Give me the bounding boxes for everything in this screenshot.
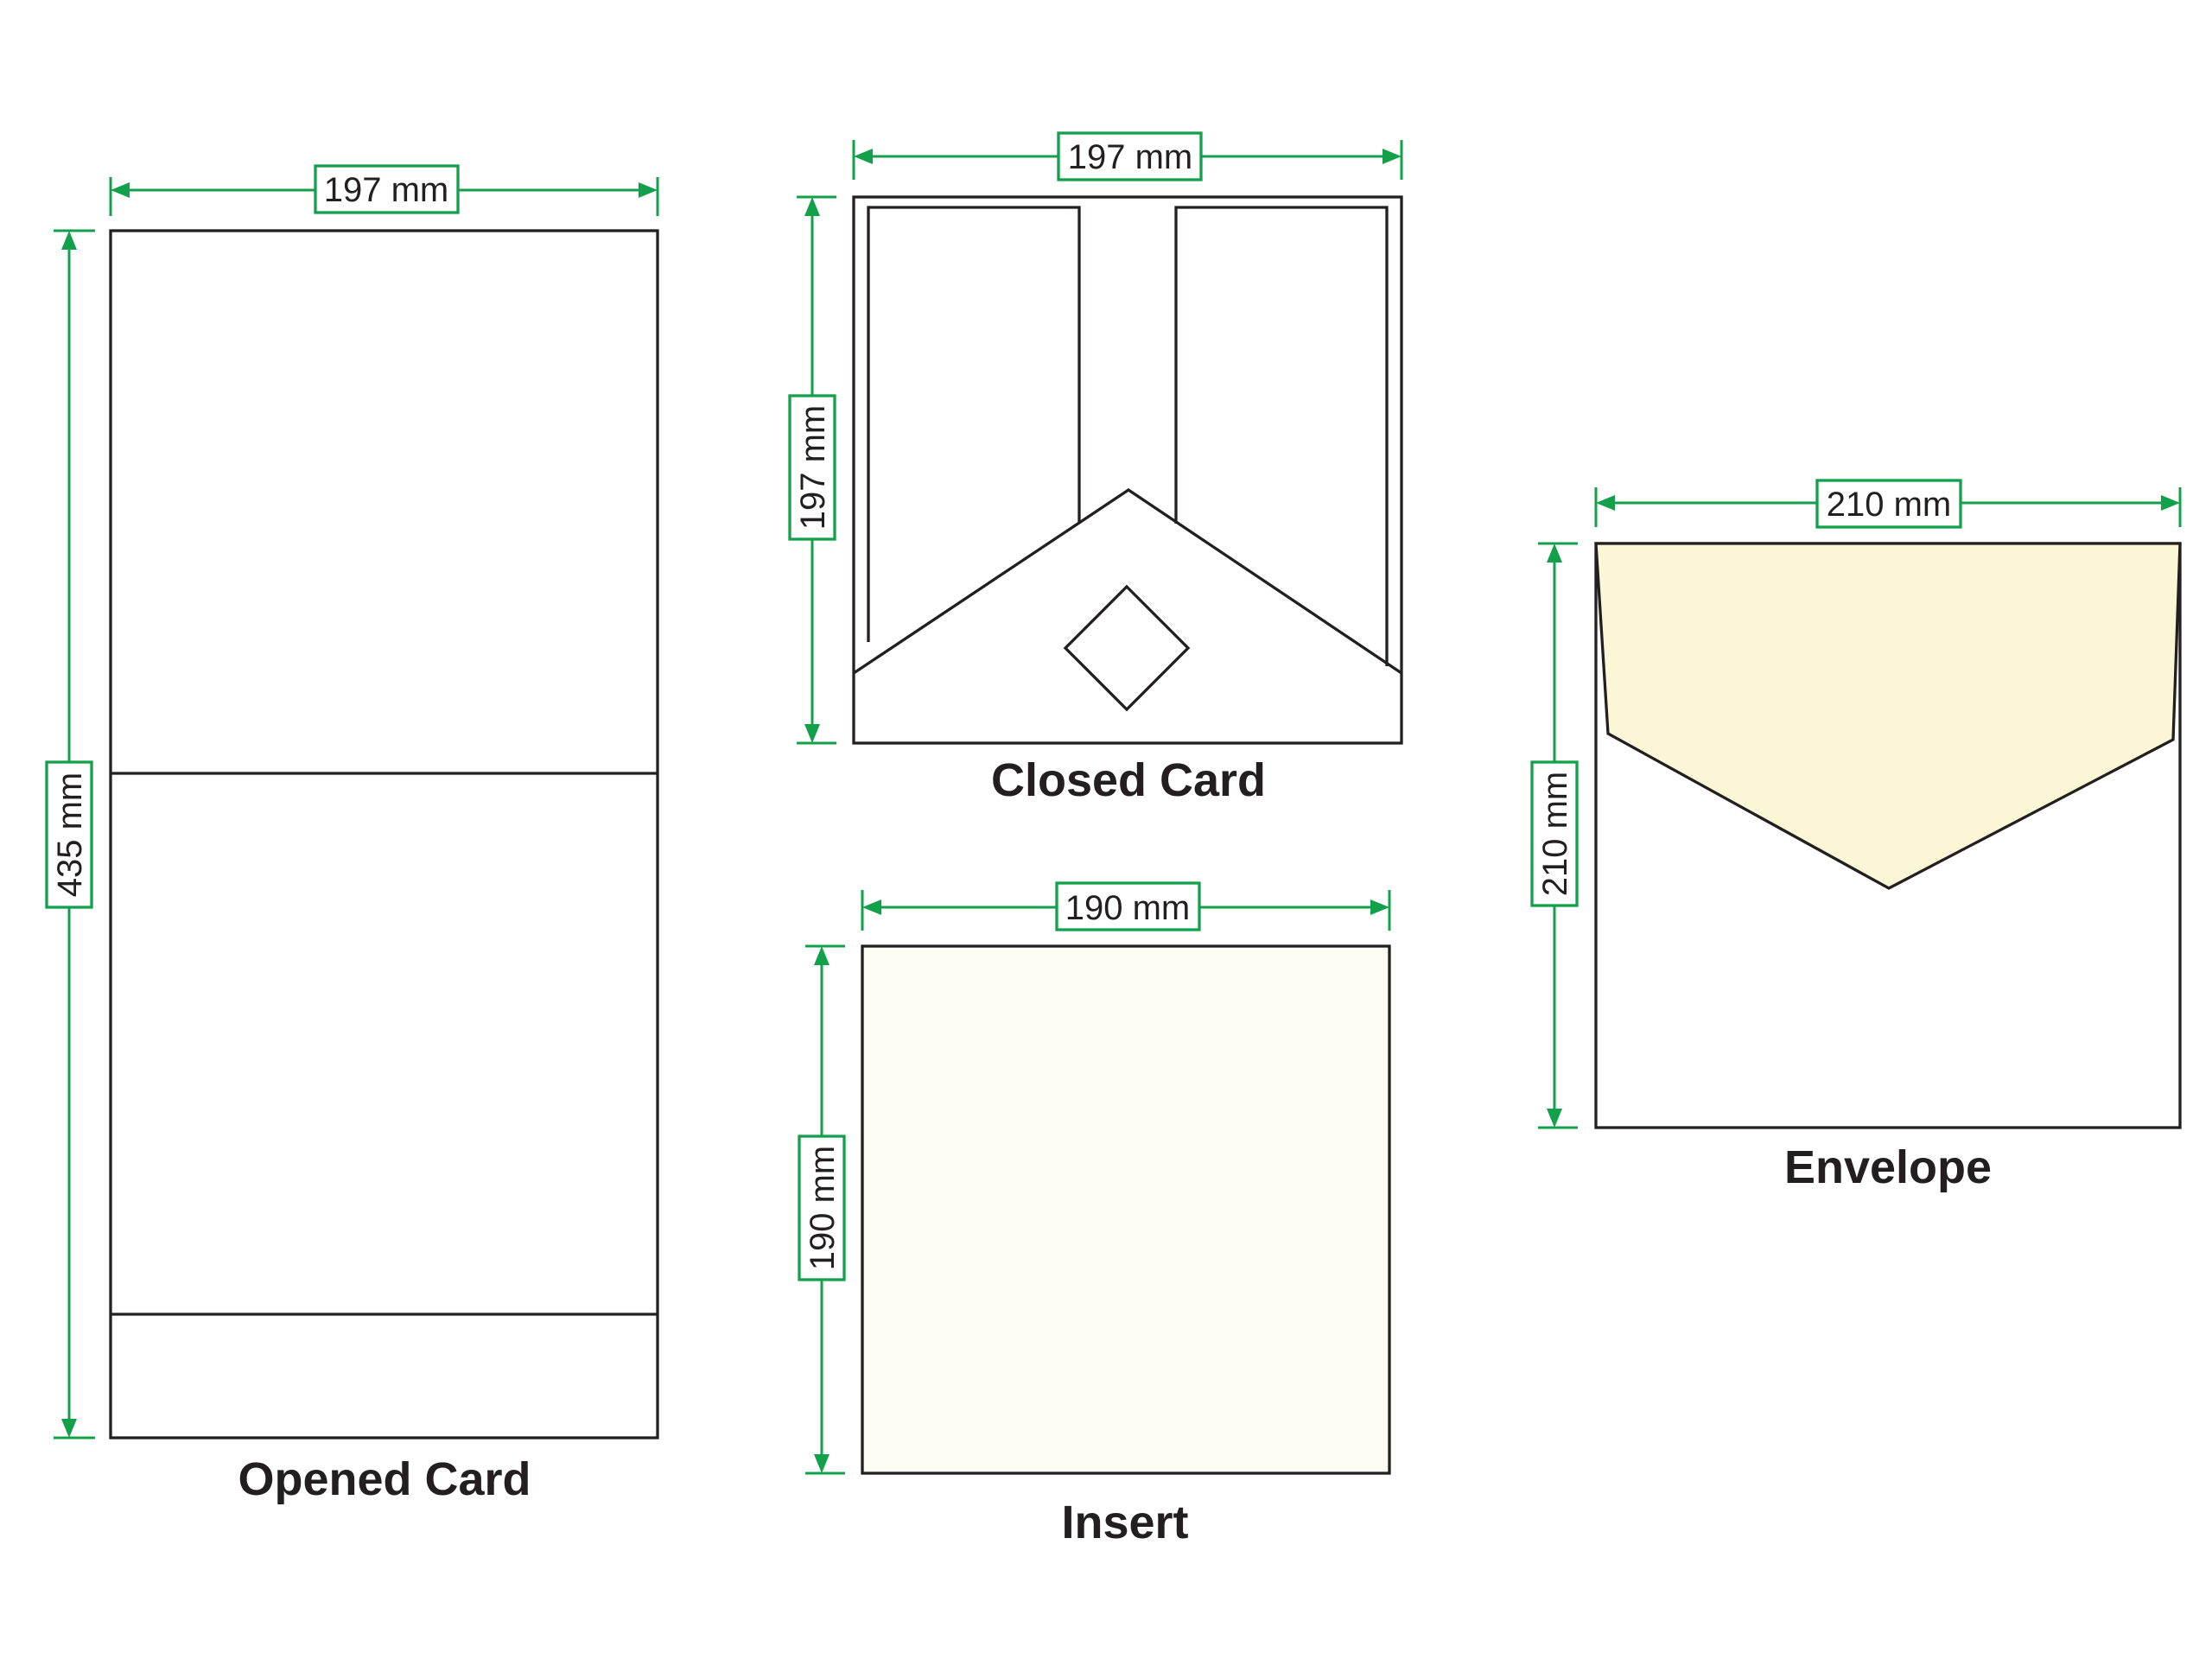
opened-card-width-dimension: 197 mm — [109, 164, 659, 216]
closed-card-width-label: 197 mm — [1068, 138, 1193, 176]
insert-width-label: 190 mm — [1065, 889, 1191, 927]
envelope-width-dimension: 210 mm — [1594, 479, 2182, 529]
envelope-flap — [1594, 542, 2182, 890]
closed-card-outline — [852, 195, 1403, 745]
insert-height-label: 190 mm — [804, 1146, 842, 1271]
closed-card: 197 mm 197 mm Closed Card — [788, 131, 1403, 806]
opened-card-height-label: 435 mm — [51, 772, 89, 898]
closed-card-height-label: 197 mm — [794, 405, 832, 531]
closed-card-width-dimension: 197 mm — [852, 131, 1403, 181]
insert-height-dimension: 190 mm — [798, 944, 846, 1475]
insert-width-dimension: 190 mm — [861, 881, 1391, 931]
opened-card: 197 mm 435 mm Opened Card — [45, 164, 659, 1505]
insert: 190 mm 190 mm Insert — [798, 881, 1391, 1548]
insert-caption: Insert — [1061, 1497, 1188, 1548]
closed-card-left-pocket — [867, 206, 1081, 642]
closed-card-height-dimension: 197 mm — [788, 195, 836, 745]
closed-card-diamond-slot — [1063, 584, 1191, 712]
opened-card-caption: Opened Card — [238, 1453, 531, 1505]
envelope-height-dimension: 210 mm — [1530, 542, 1579, 1129]
envelope: 210 mm 210 mm Envelope — [1530, 479, 2182, 1193]
opened-card-height-dimension: 435 mm — [45, 229, 95, 1440]
envelope-caption: Envelope — [1784, 1141, 1992, 1193]
closed-card-caption: Closed Card — [991, 754, 1266, 806]
insert-sheet — [861, 944, 1391, 1475]
envelope-height-label: 210 mm — [1536, 772, 1574, 897]
opened-card-width-label: 197 mm — [324, 171, 449, 209]
closed-card-right-pocket — [1174, 206, 1389, 666]
closed-card-front-flap — [853, 488, 1402, 675]
opened-card-outline — [109, 229, 659, 1440]
envelope-width-label: 210 mm — [1827, 486, 1952, 524]
